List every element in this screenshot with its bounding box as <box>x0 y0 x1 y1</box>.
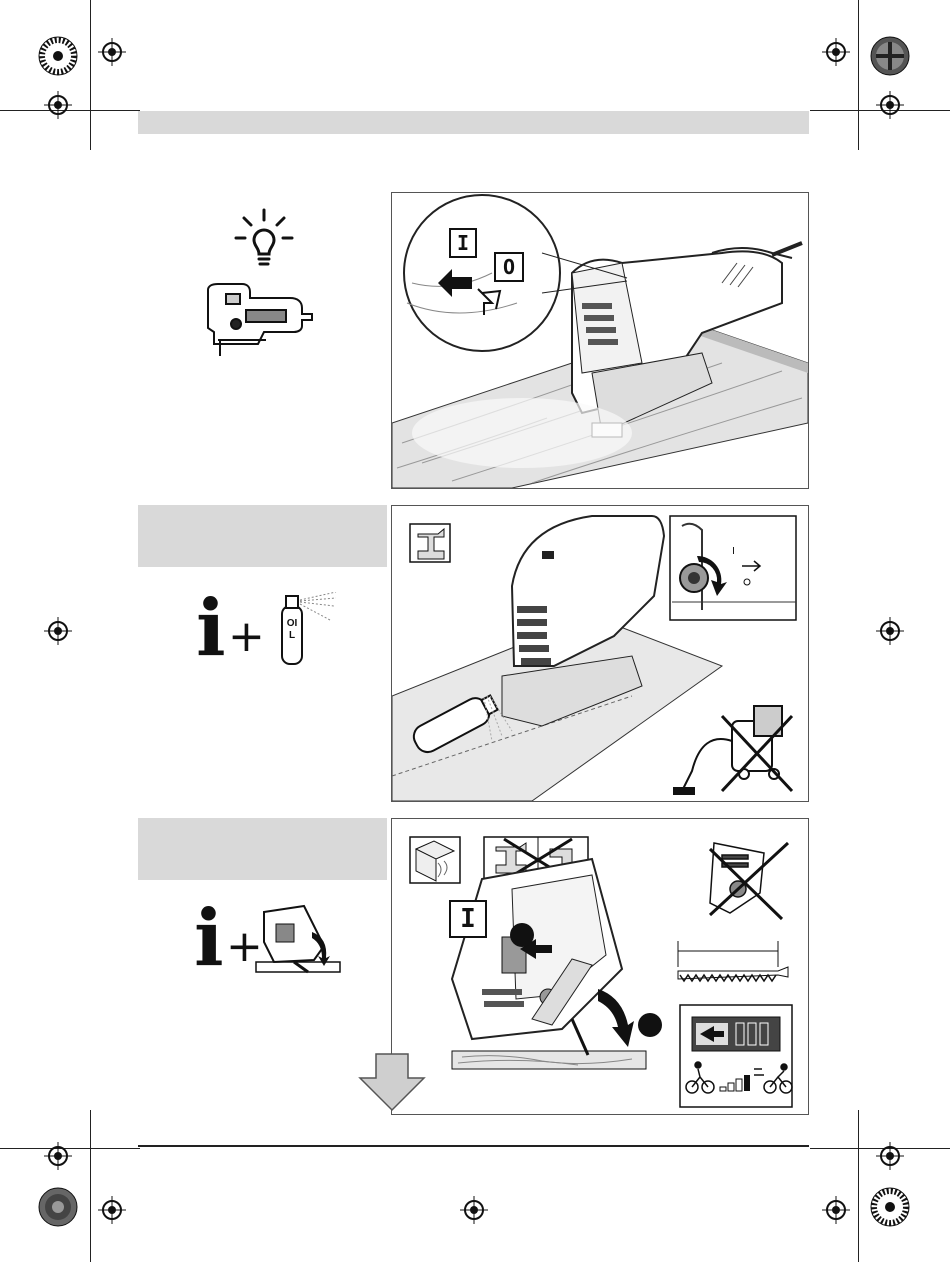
registration-mark-icon <box>98 1196 126 1224</box>
color-calibration-disc-icon <box>870 36 910 76</box>
registration-mark-icon <box>876 1142 904 1170</box>
illustration-panel-switch-on: I O <box>391 192 809 489</box>
on-symbol: I <box>450 229 476 257</box>
registration-mark-icon <box>876 617 904 645</box>
color-calibration-disc-icon <box>38 1187 78 1227</box>
registration-mark-icon <box>822 38 850 66</box>
registration-mark-icon <box>876 91 904 119</box>
footer-rule <box>138 1145 809 1147</box>
step-marker-2 <box>638 1013 662 1037</box>
illustration-panel-bevel: I <box>391 818 809 1115</box>
plus-symbol: + <box>228 615 265 659</box>
crop-mark <box>858 0 859 150</box>
crop-mark <box>90 0 91 150</box>
registration-mark-icon <box>460 1196 488 1224</box>
color-calibration-disc-icon <box>870 1187 910 1227</box>
registration-mark-icon <box>98 38 126 66</box>
jigsaw-oiling-illustration: I <box>392 506 808 801</box>
registration-mark-icon <box>44 617 72 645</box>
on-symbol: I <box>450 901 486 937</box>
oil-can-label: OIL <box>286 618 298 642</box>
header-bar <box>138 111 809 134</box>
jigsaw-bevel-icon <box>254 902 342 976</box>
section3-header-bar <box>138 818 387 880</box>
registration-mark-icon <box>44 1142 72 1170</box>
section2-header-bar <box>138 505 387 567</box>
color-calibration-disc-icon <box>38 36 78 76</box>
off-symbol: O <box>495 253 523 281</box>
info-symbol: i <box>194 900 224 978</box>
oil-spray-can-icon <box>272 592 338 666</box>
jigsaw-icon <box>206 278 316 360</box>
step-marker-1 <box>510 923 534 947</box>
registration-mark-icon <box>44 91 72 119</box>
crop-mark <box>90 1110 91 1262</box>
light-bulb-icon <box>232 208 296 270</box>
svg-text:I: I <box>732 546 735 557</box>
continue-arrow-icon <box>358 1052 426 1112</box>
info-symbol: i <box>196 590 226 668</box>
crop-mark <box>858 1110 859 1262</box>
registration-mark-icon <box>822 1196 850 1224</box>
illustration-panel-oiling: I <box>391 505 809 802</box>
jigsaw-bevel-illustration <box>392 819 808 1114</box>
